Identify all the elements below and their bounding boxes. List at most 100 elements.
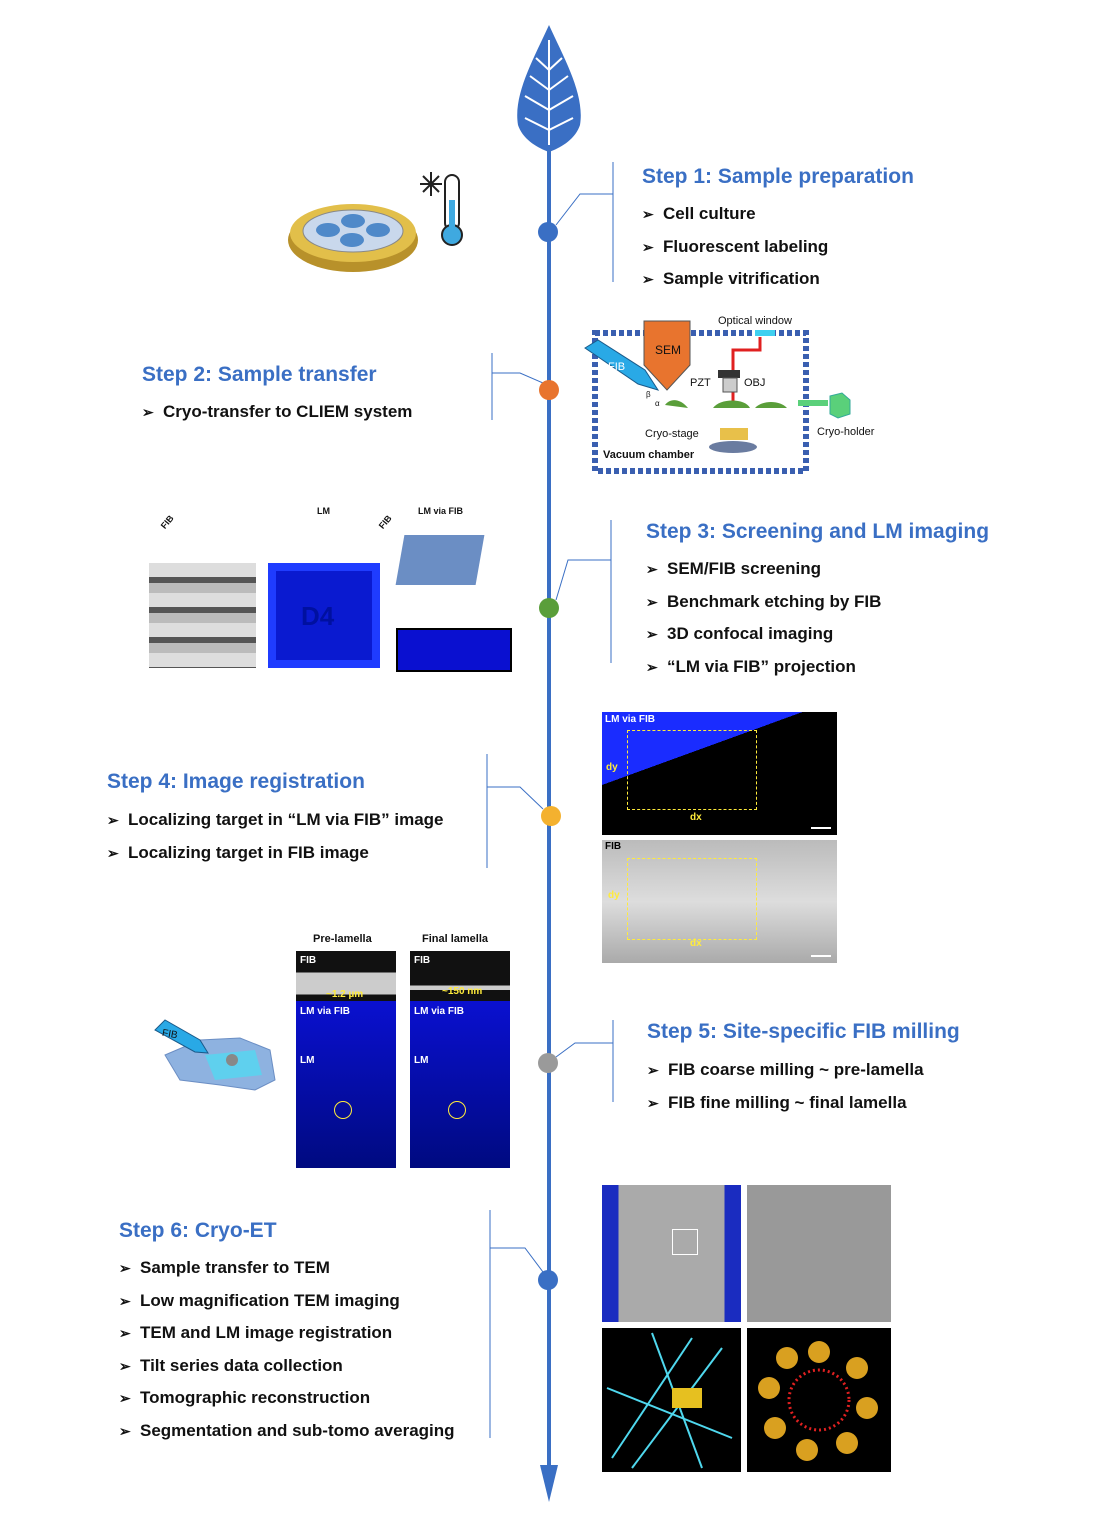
grid-dish-icon [288, 204, 418, 272]
list-item: ➢Cell culture [642, 204, 756, 223]
step6-node [538, 1270, 558, 1290]
thickness-label: ~1.2 µm [326, 989, 364, 1000]
step6-list: ➢Sample transfer to TEM ➢Low magnificati… [119, 1258, 455, 1453]
fib-etched-image [149, 563, 256, 668]
thermometer-snowflake-icon [420, 172, 463, 246]
step3-node [539, 598, 559, 618]
list-item: ➢Low magnification TEM imaging [119, 1290, 400, 1310]
list-item: ➢TEM and LM image registration [119, 1323, 393, 1342]
fib-label: FIB [608, 361, 626, 373]
pre-lamella-image: FIB ~1.2 µm LM via FIB LM [296, 951, 396, 1168]
list-item: ➢Localizing target in “LM via FIB” image [107, 810, 444, 829]
dy-label: dy [606, 762, 618, 773]
leaf-icon [517, 25, 581, 152]
step2-title: Step 2: Sample transfer [142, 363, 377, 386]
arrowhead-bullet-icon: ➢ [119, 1260, 131, 1276]
d4-marker-label: D4 [301, 601, 335, 631]
cryo-holder-label: Cryo-holder [817, 426, 875, 438]
tomogram-slice-image [747, 1185, 891, 1322]
arrowhead-bullet-icon: ➢ [119, 1357, 131, 1374]
arrowhead-bullet-icon: ➢ [647, 1094, 659, 1111]
lm-label: LM [317, 506, 330, 516]
lm-3d-volume [395, 535, 485, 585]
step3-title: Step 3: Screening and LM imaging [646, 520, 990, 543]
arrowhead-bullet-icon: ➢ [142, 404, 154, 420]
dx-label: dx [690, 812, 702, 823]
image-label: FIB [605, 841, 622, 852]
pre-lamella-label: Pre-lamella [313, 933, 372, 945]
lm-via-fib-projection-image [396, 628, 512, 672]
list-item: ➢Benchmark etching by FIB [646, 591, 882, 611]
list-item: ➢Cryo-transfer to CLIEM system [142, 402, 413, 421]
arrowhead-bullet-icon: ➢ [119, 1325, 131, 1341]
step2-node [539, 380, 559, 400]
arrowhead-bullet-icon: ➢ [119, 1390, 131, 1406]
image-label: LM via FIB [300, 1006, 351, 1017]
image-label: LM [414, 1055, 429, 1066]
image-label: LM via FIB [605, 714, 656, 725]
timeline-arrowhead [540, 1465, 558, 1502]
step4-title: Step 4: Image registration [107, 770, 365, 793]
arrowhead-bullet-icon: ➢ [646, 561, 658, 577]
arrowhead-bullet-icon: ➢ [646, 593, 658, 610]
step5-list: ➢FIB coarse milling ~ pre-lamella ➢FIB f… [647, 1060, 924, 1125]
arrowhead-bullet-icon: ➢ [646, 658, 658, 675]
step5-node [538, 1053, 558, 1073]
obj-label: OBJ [744, 377, 766, 389]
step1-node [538, 222, 558, 242]
step3-list: ➢SEM/FIB screening ➢Benchmark etching by… [646, 559, 881, 689]
list-item: ➢“LM via FIB” projection [646, 656, 856, 676]
vacuum-chamber-label: Vacuum chamber [603, 449, 695, 461]
list-item: ➢Tomographic reconstruction [119, 1388, 371, 1407]
step5-title: Step 5: Site-specific FIB milling [647, 1020, 960, 1043]
step4-node [541, 806, 561, 826]
arrowhead-bullet-icon: ➢ [642, 271, 654, 287]
step1-title: Step 1: Sample preparation [642, 165, 914, 188]
sem-label: SEM [655, 343, 682, 357]
cliem-chamber-diagram [584, 320, 851, 474]
list-item: ➢FIB fine milling ~ final lamella [647, 1092, 907, 1112]
image-label: FIB [414, 955, 431, 966]
fib-image: FIB dy dx [602, 840, 837, 963]
list-item: ➢FIB coarse milling ~ pre-lamella [647, 1060, 924, 1079]
image-label: FIB [300, 955, 317, 966]
lm-via-fib-image: LM via FIB dy dx [602, 712, 837, 835]
arrowhead-bullet-icon: ➢ [647, 1062, 659, 1078]
tem-low-mag-image [602, 1185, 741, 1322]
image-label: LM via FIB [414, 1006, 465, 1017]
list-item: ➢SEM/FIB screening [646, 559, 821, 578]
beta-label: β [646, 390, 651, 399]
segmentation-image [602, 1328, 741, 1472]
optical-window-label: Optical window [718, 315, 792, 327]
arrowhead-bullet-icon: ➢ [107, 844, 119, 861]
cell-lamella-sketch [154, 1019, 276, 1091]
list-item: ➢3D confocal imaging [646, 624, 834, 643]
step6-title: Step 6: Cryo-ET [119, 1219, 277, 1242]
pzt-label: PZT [690, 377, 711, 389]
arrowhead-bullet-icon: ➢ [119, 1422, 131, 1439]
image-label: LM [300, 1055, 315, 1066]
step4-list: ➢Localizing target in “LM via FIB” image… [107, 810, 444, 875]
lm-confocal-image: D4 [268, 563, 380, 668]
thickness-label: ~150 nm [442, 986, 483, 997]
arrowhead-bullet-icon: ➢ [642, 206, 654, 222]
list-item: ➢Tilt series data collection [119, 1355, 343, 1375]
bracket-connectors [486, 162, 614, 1438]
lm-via-fib-label: LM via FIB [418, 506, 464, 516]
list-item: ➢Localizing target in FIB image [107, 842, 369, 862]
arrowhead-bullet-icon: ➢ [119, 1292, 131, 1309]
arrowhead-bullet-icon: ➢ [642, 238, 654, 255]
step2-list: ➢Cryo-transfer to CLIEM system [142, 402, 412, 435]
final-lamella-image: FIB ~150 nm LM via FIB LM [410, 951, 510, 1168]
list-item: ➢Sample transfer to TEM [119, 1258, 330, 1277]
alpha-label: α [655, 399, 660, 408]
arrowhead-bullet-icon: ➢ [646, 626, 658, 642]
subtomo-average-image [747, 1328, 891, 1472]
list-item: ➢Sample vitrification [642, 269, 820, 288]
dy-label: dy [608, 890, 620, 901]
cryo-stage-label: Cryo-stage [645, 428, 699, 440]
list-item: ➢Segmentation and sub-tomo averaging [119, 1420, 455, 1440]
step1-list: ➢Cell culture ➢Fluorescent labeling ➢Sam… [642, 204, 828, 302]
